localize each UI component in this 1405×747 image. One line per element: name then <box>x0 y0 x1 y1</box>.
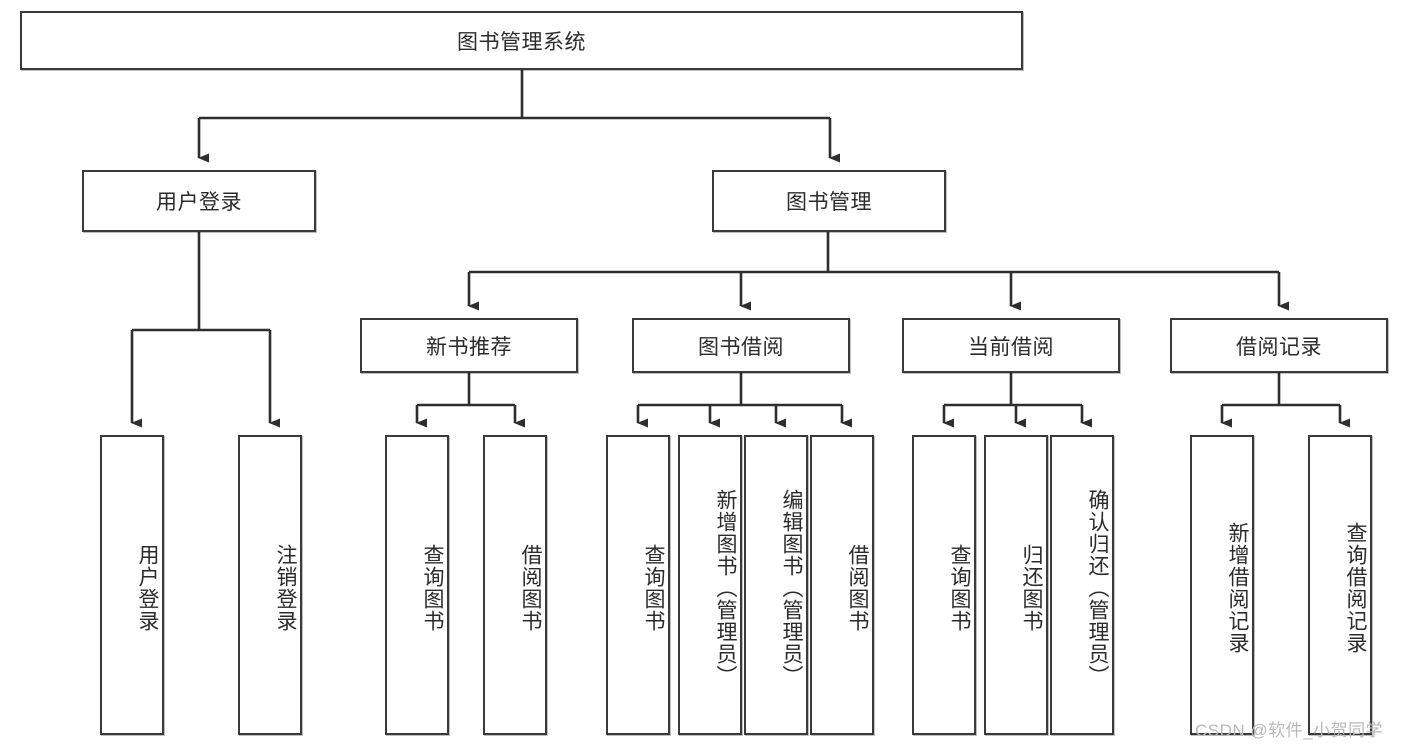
node-book-management[interactable]: 图书管理 <box>712 170 946 232</box>
node-book-borrowing[interactable]: 图书借阅 <box>632 318 850 373</box>
node-label: 图书借阅 <box>698 335 784 359</box>
node-label: 查询图书 <box>948 544 971 632</box>
node-label: 借阅图书 <box>846 544 869 632</box>
node-label: 图书管理 <box>786 191 872 214</box>
node-label: 新增图书（管理员） <box>714 489 737 687</box>
node-label: 注销登录 <box>274 544 297 632</box>
node-label: 借阅图书 <box>519 544 542 632</box>
leaf-node[interactable]: 查询图书 <box>385 435 449 735</box>
leaf-node[interactable]: 确认归还（管理员） <box>1050 435 1114 735</box>
node-label: 借阅记录 <box>1236 335 1322 359</box>
leaf-node[interactable]: 用户登录 <box>100 435 164 735</box>
node-user-login[interactable]: 用户登录 <box>82 170 316 232</box>
leaf-node[interactable]: 新增借阅记录 <box>1190 435 1254 735</box>
node-label: 图书管理系统 <box>457 30 586 54</box>
leaf-node[interactable]: 注销登录 <box>238 435 302 735</box>
leaf-node[interactable]: 新增图书（管理员） <box>678 435 742 735</box>
leaf-node[interactable]: 归还图书 <box>984 435 1048 735</box>
leaf-node[interactable]: 借阅图书 <box>810 435 874 735</box>
node-label: 编辑图书（管理员） <box>780 489 803 687</box>
node-borrow-records[interactable]: 借阅记录 <box>1170 318 1388 373</box>
node-current-borrowing[interactable]: 当前借阅 <box>902 318 1120 373</box>
leaf-node[interactable]: 编辑图书（管理员） <box>744 435 808 735</box>
node-label: 当前借阅 <box>968 335 1054 359</box>
node-label: 用户登录 <box>136 544 159 632</box>
node-label: 归还图书 <box>1020 544 1043 632</box>
node-label: 新书推荐 <box>426 335 512 359</box>
node-label: 确认归还（管理员） <box>1086 489 1109 687</box>
node-label: 新增借阅记录 <box>1226 522 1249 654</box>
node-label: 查询图书 <box>421 544 444 632</box>
leaf-node[interactable]: 查询图书 <box>606 435 670 735</box>
watermark-text: CSDN @软件_小贺同学 <box>1195 721 1384 740</box>
node-label: 查询图书 <box>642 544 665 632</box>
leaf-node[interactable]: 查询图书 <box>912 435 976 735</box>
leaf-node[interactable]: 查询借阅记录 <box>1308 435 1372 735</box>
node-label: 用户登录 <box>156 191 242 214</box>
node-label: 查询借阅记录 <box>1344 522 1367 654</box>
node-book-management-system[interactable]: 图书管理系统 <box>20 11 1023 70</box>
node-new-book-recommendation[interactable]: 新书推荐 <box>360 318 578 373</box>
leaf-node[interactable]: 借阅图书 <box>483 435 547 735</box>
